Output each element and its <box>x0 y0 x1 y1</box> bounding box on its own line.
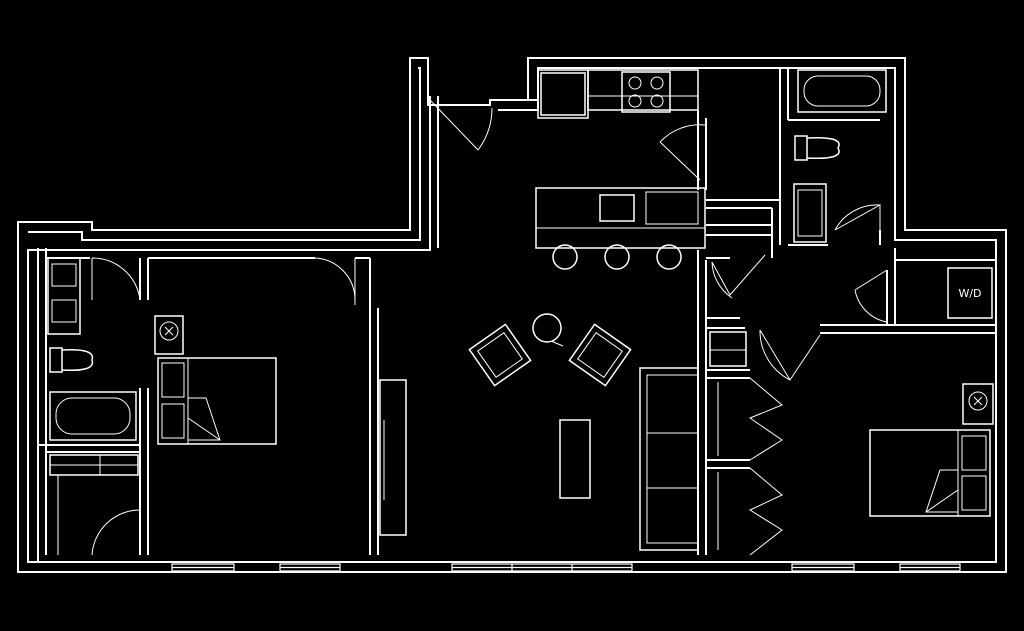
window-2 <box>280 564 340 571</box>
sink <box>600 195 634 221</box>
bedroom-2-door <box>760 330 820 380</box>
interior-walls <box>38 68 996 562</box>
nightstand-2 <box>963 384 993 424</box>
entry-door <box>430 100 492 150</box>
stool-2 <box>605 245 629 269</box>
kitchen <box>536 70 705 269</box>
window-4 <box>792 564 854 571</box>
nightstand-1 <box>155 316 183 354</box>
toilet-2 <box>795 136 839 160</box>
stool-3 <box>657 245 681 269</box>
dishwasher <box>646 192 698 224</box>
counter-top <box>588 70 698 110</box>
bedroom-1 <box>50 316 276 555</box>
kitchen-island <box>536 188 705 248</box>
door-swings <box>92 100 887 555</box>
bedroom-1-door <box>315 258 355 305</box>
laundry: W/D <box>948 268 992 318</box>
hall-door <box>712 255 765 298</box>
sofa <box>640 368 698 550</box>
appliance-label: W/D <box>958 287 981 300</box>
window-3 <box>452 564 632 571</box>
bed-2 <box>870 430 990 516</box>
fridge <box>538 70 588 118</box>
coffee-table <box>560 420 590 498</box>
bed-1 <box>158 358 276 444</box>
bath-1 <box>48 258 136 440</box>
living-room <box>380 314 698 550</box>
closet-2-bifold <box>750 378 782 460</box>
window-5 <box>900 564 960 571</box>
stove <box>622 72 670 112</box>
closet-1-door <box>92 510 140 555</box>
armchair-2 <box>569 324 630 385</box>
bedroom-2 <box>870 384 993 516</box>
window-1 <box>172 564 234 571</box>
bathtub-1 <box>50 392 136 440</box>
side-table <box>533 314 561 342</box>
vanity <box>48 258 80 334</box>
bath-2 <box>794 70 886 242</box>
bath-2-door <box>835 205 880 245</box>
media-console <box>380 380 406 535</box>
hall-closets <box>710 332 746 550</box>
vanity-2 <box>794 184 826 242</box>
bathtub-2 <box>798 70 886 112</box>
stool-1 <box>553 245 577 269</box>
closet-1 <box>50 455 138 555</box>
bath-1-door <box>92 258 140 300</box>
laundry-door <box>855 270 887 322</box>
pantry-door <box>660 125 705 180</box>
exterior-walls <box>18 58 1006 572</box>
windows <box>172 564 960 571</box>
washer-dryer <box>948 268 992 318</box>
armchair-1 <box>469 324 530 385</box>
toilet-1 <box>50 348 92 372</box>
closet-3-bifold <box>750 468 782 555</box>
